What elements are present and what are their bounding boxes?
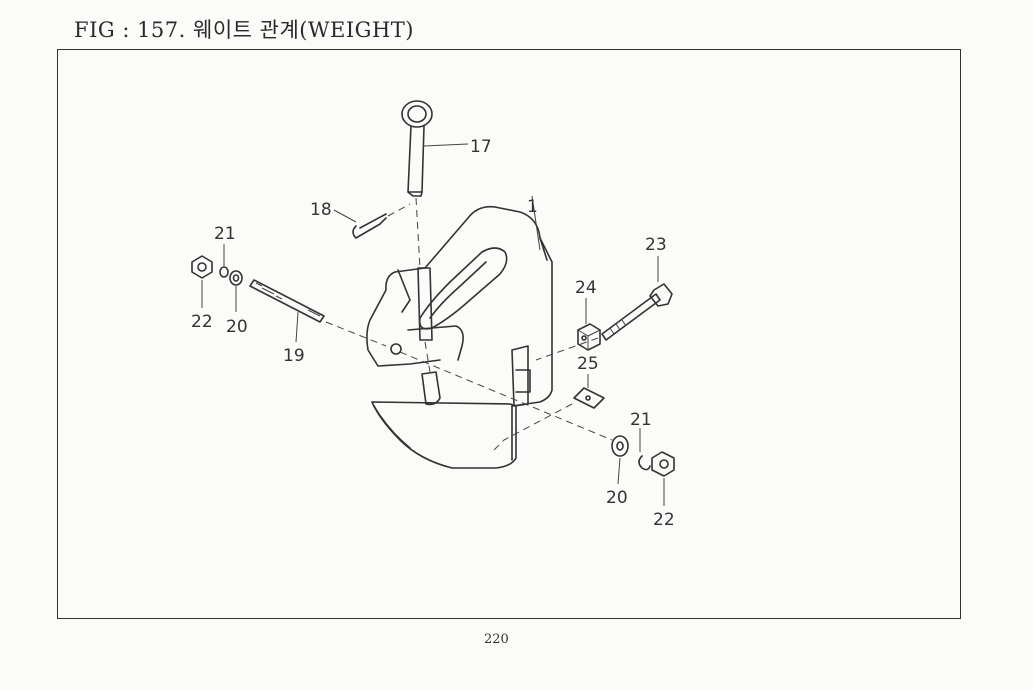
callout-21-left: 21 <box>214 224 236 244</box>
callout-19: 19 <box>283 346 305 366</box>
right-fasteners <box>611 435 675 477</box>
callout-20-left: 20 <box>226 317 248 337</box>
square-nut <box>577 323 601 351</box>
eye-rod <box>401 100 441 406</box>
callout-25: 25 <box>577 354 599 374</box>
plate <box>493 387 605 451</box>
callout-20-right: 20 <box>606 488 628 508</box>
diagram-frame <box>57 49 961 619</box>
callout-17: 17 <box>470 137 492 157</box>
leader-lines <box>201 143 665 506</box>
cotter-pin <box>352 203 411 239</box>
callout-18: 18 <box>310 200 332 220</box>
weight-body <box>366 205 553 469</box>
callout-1: 1 <box>527 197 538 217</box>
callout-24: 24 <box>575 278 597 298</box>
callout-22-left: 22 <box>191 312 213 332</box>
page-number: 220 <box>484 632 509 647</box>
callout-21-right: 21 <box>630 410 652 430</box>
stud-bolt <box>249 279 613 441</box>
callout-23: 23 <box>645 235 667 255</box>
hex-bolt <box>535 283 673 361</box>
callout-22-right: 22 <box>653 510 675 530</box>
figure-title: FIG : 157. 웨이트 관계(WEIGHT) <box>74 18 414 42</box>
left-fasteners <box>191 255 243 286</box>
